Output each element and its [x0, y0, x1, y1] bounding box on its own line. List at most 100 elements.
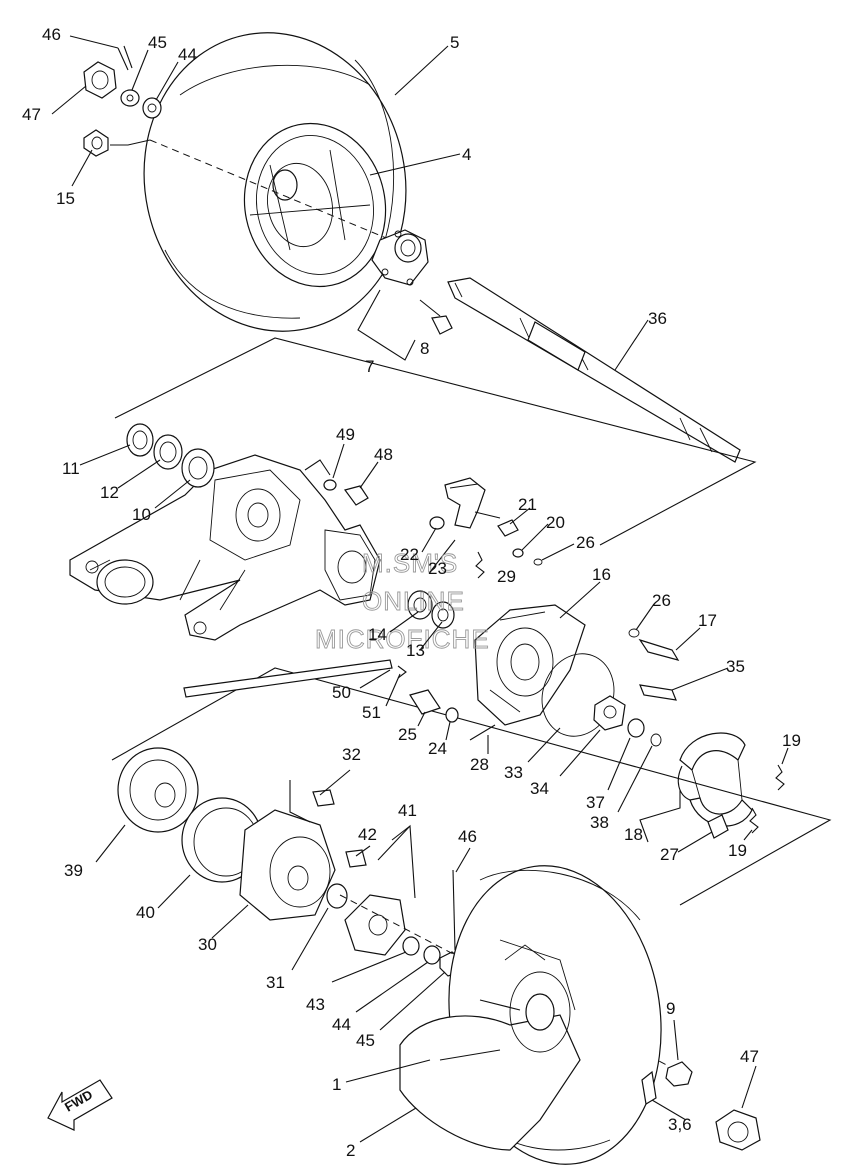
rear-axle-shaft: [447, 277, 741, 463]
callout-22: 22: [400, 545, 419, 564]
callout-33: 33: [504, 763, 523, 782]
callout-47: 47: [22, 105, 41, 124]
callout-29: 29: [497, 567, 516, 586]
bolt-42: [345, 849, 367, 868]
watermark-line-3: MICROFICHE: [315, 624, 490, 654]
callout-46b: 46: [458, 827, 477, 846]
callout-48: 48: [374, 445, 393, 464]
callout-40: 40: [136, 903, 155, 922]
callout-9: 9: [666, 999, 675, 1018]
bearing-13: [431, 601, 455, 629]
bolt-35: [639, 684, 677, 701]
callout-42: 42: [358, 825, 377, 844]
callout-25: 25: [398, 725, 417, 744]
callout-27: 27: [660, 845, 679, 864]
callout-41: 41: [398, 801, 417, 820]
collar-43: [402, 936, 420, 956]
washer-24: [445, 707, 459, 723]
callout-5: 5: [450, 33, 459, 52]
callout-20: 20: [546, 513, 565, 532]
callout-44b: 44: [332, 1015, 351, 1034]
washer-44-top: [142, 97, 162, 119]
adjuster-bolt-17: [638, 638, 680, 661]
callout-15: 15: [56, 189, 75, 208]
callout-30: 30: [198, 935, 217, 954]
pin-28: [469, 724, 496, 741]
washer-20: [512, 548, 524, 558]
upper-hub: [371, 229, 429, 286]
fwd-direction-arrow: FWD: [47, 1079, 113, 1131]
oring-26b: [628, 628, 640, 638]
upper-tire: [143, 32, 407, 332]
callout-17: 17: [698, 611, 717, 630]
callout-7: 7: [365, 357, 374, 376]
callout-19a: 19: [782, 731, 801, 750]
callout-numbers: 46 45 44 47 15 5 4 36 8 7 49 48 11 12 10…: [22, 25, 801, 1160]
watermark: M.SM'S ONLINE MICROFICHE: [315, 548, 490, 655]
nut-15: [83, 129, 109, 157]
callout-16: 16: [592, 565, 611, 584]
plate-27: [707, 814, 729, 839]
lower-wheel-rim: [399, 939, 581, 1151]
brake-shoe-set: [677, 732, 753, 827]
callout-49: 49: [336, 425, 355, 444]
watermark-line-2: ONLINE: [362, 586, 465, 616]
drum-cover-30: [239, 809, 336, 921]
brake-cam-lever: [444, 477, 486, 529]
washer-45-top: [120, 89, 140, 107]
callout-3-6: 3,6: [668, 1115, 692, 1134]
callout-51: 51: [362, 703, 381, 722]
swing-arm-assembly: [69, 454, 381, 641]
brake-panel: [474, 604, 586, 726]
lower-axis-line: [339, 894, 681, 1073]
callout-44: 44: [178, 45, 197, 64]
oil-seal-14: [407, 590, 433, 620]
callout-23: 23: [428, 559, 447, 578]
bolt-21: [497, 519, 519, 537]
nut-9: [665, 1061, 693, 1087]
callout-28: 28: [470, 755, 489, 774]
callout-47b: 47: [740, 1047, 759, 1066]
callout-46: 46: [42, 25, 61, 44]
oring-49: [323, 479, 337, 491]
assembly-boundary-mid: [111, 667, 832, 906]
callout-1: 1: [332, 1075, 341, 1094]
callout-13: 13: [406, 641, 425, 660]
callout-43: 43: [306, 995, 325, 1014]
washer-44b: [423, 945, 441, 965]
spring-19a: [775, 764, 785, 791]
spring-29: [475, 551, 485, 579]
oil-seal-11: [126, 423, 154, 457]
bearing-10: [181, 448, 215, 488]
lower-hub-41: [344, 894, 406, 956]
callout-32: 32: [342, 745, 361, 764]
callout-36: 36: [648, 309, 667, 328]
oring-38: [650, 733, 662, 747]
spring-19b: [749, 807, 759, 834]
callout-45b: 45: [356, 1031, 375, 1050]
bearing-12: [153, 434, 183, 470]
callout-50: 50: [332, 683, 351, 702]
cotter-pin-top: [117, 45, 133, 71]
watermark-line-1: M.SM'S: [362, 548, 458, 578]
washer-37: [627, 718, 645, 738]
callout-39: 39: [64, 861, 83, 880]
wheel-cap-47: [715, 1109, 761, 1151]
callout-37: 37: [586, 793, 605, 812]
callout-31: 31: [266, 973, 285, 992]
callout-26b: 26: [652, 591, 671, 610]
callout-35: 35: [726, 657, 745, 676]
callout-10: 10: [132, 505, 151, 524]
bolt-25: [409, 689, 441, 715]
bolt-32: [312, 789, 335, 807]
camshaft-34: [593, 695, 626, 731]
callout-4: 4: [462, 145, 471, 164]
callout-18: 18: [624, 825, 643, 844]
callout-21: 21: [518, 495, 537, 514]
leader-lines: [51, 35, 789, 1143]
clip-51: [397, 665, 407, 679]
assembly-boundary-top: [114, 337, 757, 546]
callout-19b: 19: [728, 841, 747, 860]
seal-31: [326, 883, 348, 909]
oring-26a: [533, 558, 543, 566]
